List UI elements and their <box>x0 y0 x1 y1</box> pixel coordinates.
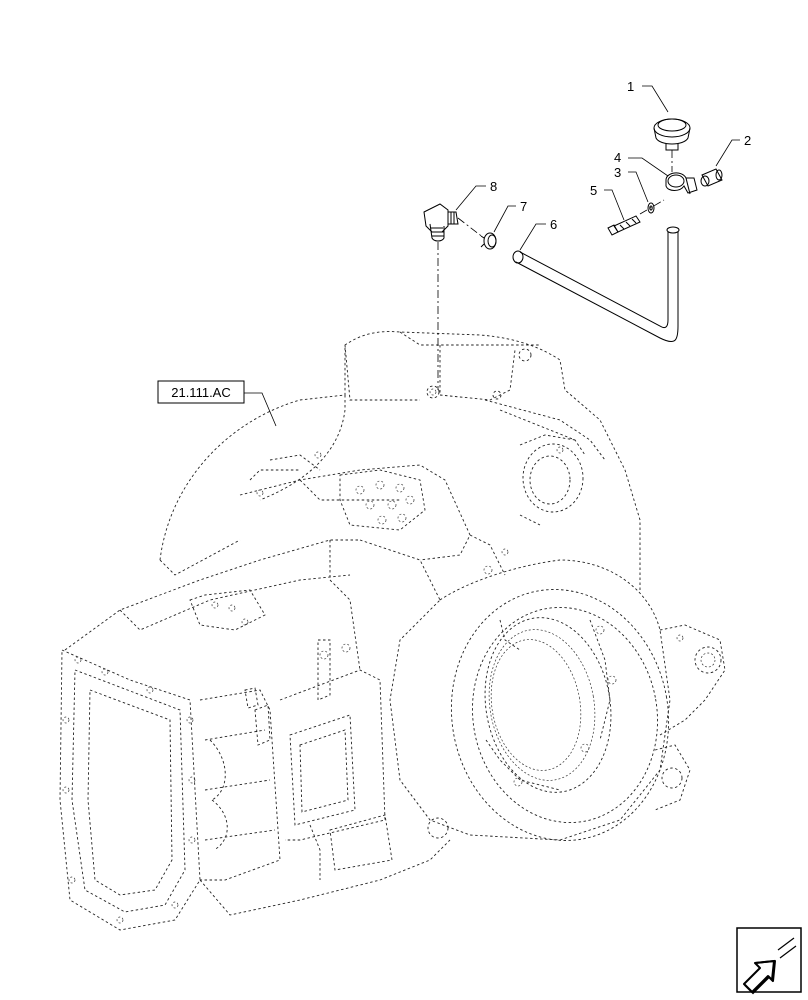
clip-part-4 <box>665 172 698 195</box>
transmission-housing <box>59 331 726 931</box>
callout-2: 2 <box>744 133 751 148</box>
elbow-fitting-part-8 <box>423 203 459 242</box>
callout-leaders <box>244 85 740 427</box>
tube-part-6 <box>512 226 680 342</box>
bolt-part-5 <box>607 215 641 236</box>
reference-label-box[interactable]: 21.111.AC <box>157 380 245 404</box>
callout-8: 8 <box>490 179 497 194</box>
breather-assembly <box>423 118 723 390</box>
callout-1: 1 <box>627 79 634 94</box>
callout-numbers: 1 2 3 4 5 6 7 8 <box>490 79 751 232</box>
callout-5: 5 <box>590 183 597 198</box>
arrow-nav-icon[interactable] <box>736 927 802 995</box>
centerline-tube <box>457 217 485 239</box>
callout-4: 4 <box>614 150 621 165</box>
callout-7: 7 <box>520 199 527 214</box>
ring-part-7 <box>480 232 497 250</box>
callout-3: 3 <box>614 165 621 180</box>
breather-cap-part-1 <box>653 118 691 151</box>
callout-6: 6 <box>550 217 557 232</box>
reference-label[interactable]: 21.111.AC <box>171 385 231 400</box>
sleeve-part-2 <box>700 168 723 187</box>
centerline-bolt <box>639 199 665 215</box>
